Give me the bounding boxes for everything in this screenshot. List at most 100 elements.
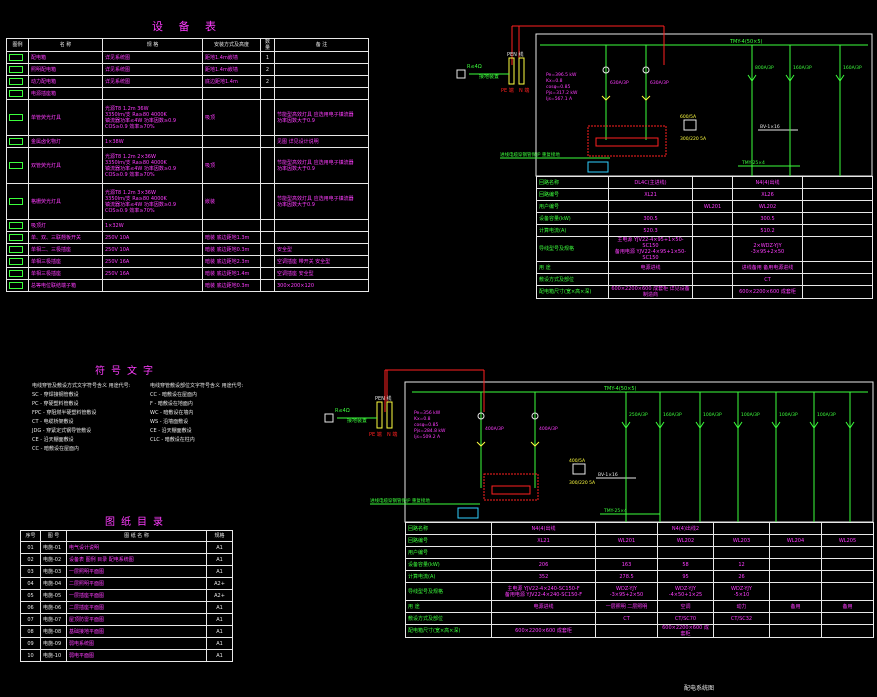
- legend-symbol-icon: [9, 78, 23, 85]
- breaker-icon: [845, 421, 855, 429]
- symbol-line: CLC - 暗敷设在柱内: [150, 437, 195, 443]
- table-cell: 300.5: [732, 212, 803, 225]
- table-cell: 暗装 底边距地0.3m: [202, 279, 261, 292]
- parameter-text: Pe=396.5 kW: [546, 72, 577, 78]
- ground-resistance-label: R≤4Ω: [335, 408, 350, 414]
- table-cell: 进线备用 备用电源进线: [732, 261, 803, 274]
- table-cell: 300.5: [608, 212, 693, 225]
- table-row: 用 途电源进线一层照明 二层照明空调动力备用备用: [405, 600, 874, 613]
- table-cell: [608, 200, 693, 213]
- table-cell: 总等电位联结端子箱: [28, 279, 103, 292]
- table-cell: [713, 624, 770, 638]
- ct-icon: [602, 66, 610, 74]
- table-cell: 动力: [713, 600, 770, 613]
- table-cell: [692, 224, 733, 237]
- note-box: [587, 161, 609, 173]
- table-cell: N4(4)出线: [491, 522, 596, 535]
- table-cell: [692, 188, 733, 201]
- table-cell: 600×2200×600 成套柜: [657, 624, 714, 638]
- legend-symbol-icon: [9, 114, 23, 121]
- table-cell: A1: [206, 565, 233, 578]
- table-cell: WL201: [692, 200, 733, 213]
- table-cell: [692, 236, 733, 262]
- ground-symbol-icon: [456, 69, 466, 79]
- table-cell: 206: [491, 558, 596, 571]
- busway-label: BV-1×16: [598, 472, 618, 478]
- table-cell: 备用: [821, 600, 874, 613]
- breaker-icon: [747, 74, 757, 82]
- legend-symbol-icon: [9, 270, 23, 277]
- breaker-label: 800A/3P: [755, 65, 774, 71]
- breaker-icon: [835, 74, 845, 82]
- table-cell: 吸顶: [202, 99, 261, 136]
- breaker-label: 160A/3P: [793, 65, 812, 71]
- symbol-line: CE - 沿天棚面敷设: [32, 437, 74, 443]
- busbar-label: TMY-4(50×5): [729, 39, 762, 45]
- table-cell: WL205: [821, 534, 874, 547]
- table-cell: [692, 176, 733, 189]
- table-cell: N4(4)出线: [732, 176, 803, 189]
- table-cell: 节能型高效灯具 应选用电子镇流器 功率因数大于0.9: [274, 183, 369, 220]
- table-cell: DL4C(主进线): [608, 176, 693, 189]
- legend-symbol-icon: [9, 246, 23, 253]
- ct-icon: [477, 412, 485, 420]
- table-cell: 352: [491, 570, 596, 583]
- table-row: 导线型号及规格主电源 YJV22-4×240-SC150-F 备用电源 YJV2…: [405, 582, 874, 601]
- breaker-label: 250A/3P: [629, 412, 648, 418]
- table-cell: [595, 546, 658, 559]
- table-cell: [657, 546, 714, 559]
- ct-label: 600/5A: [680, 114, 697, 120]
- symbol-line: 电线穿管敷设部位文字符号含义 用途代号:: [150, 383, 244, 389]
- table-cell: WL202: [657, 534, 714, 547]
- table-cell: WL201: [595, 534, 658, 547]
- table-row: 电源插座箱: [6, 87, 369, 100]
- table-cell: 导线型号及规格: [405, 582, 492, 601]
- table-cell: [821, 570, 874, 583]
- table-row: 导线型号及规格主电源 YJV22-4×95+1×50-SC150 备用电源 YJ…: [536, 236, 873, 262]
- drawing-list-title: 图纸目录: [105, 517, 169, 528]
- table-cell: 510.2: [732, 224, 803, 237]
- table-cell: 用户编号: [405, 546, 492, 559]
- symbol-line: JDG - 穿紧定式钢导管敷设: [32, 428, 92, 434]
- table-cell: [692, 261, 733, 274]
- table-cell: 节能型高效灯具 应选用电子镇流器 功率因数大于0.9: [274, 99, 369, 136]
- n-label: N 端: [387, 431, 397, 438]
- table-cell: [491, 612, 596, 625]
- breaker-icon: [733, 421, 743, 429]
- n-terminal: [518, 57, 525, 85]
- table-cell: [802, 176, 873, 189]
- table-cell: [769, 582, 822, 601]
- table-cell: [769, 546, 822, 559]
- pe-label: PE 端: [501, 87, 514, 94]
- ground-resistance-label: R≤4Ω: [467, 64, 482, 70]
- table-cell: [692, 212, 733, 225]
- meter-label: 300/220 5A: [569, 480, 596, 486]
- table-cell: 163: [595, 558, 658, 571]
- table-cell: [802, 212, 873, 225]
- legend-symbol-icon: [9, 138, 23, 145]
- breaker-label: 160A/3P: [843, 65, 862, 71]
- table-cell: 用 途: [536, 261, 609, 274]
- breaker-icon: [809, 421, 819, 429]
- table-row: 格栅荧光灯具光源T8 1.2m 3×36W 3350lm/支 Ra≥80 400…: [6, 183, 369, 220]
- ct-icon: [642, 66, 650, 74]
- table-cell: XL26: [732, 188, 803, 201]
- legend-symbol-icon: [9, 258, 23, 265]
- breaker-label: 160A/3P: [663, 412, 682, 418]
- legend-symbol-icon: [9, 66, 23, 73]
- pe-terminal: [376, 401, 383, 429]
- table-cell: 主电源 YJV22-4×95+1×50-SC150 备用电源 YJV22-4×9…: [608, 236, 693, 262]
- parameter-text: cosφ=0.85: [546, 84, 570, 90]
- legend-symbol-icon: [9, 90, 23, 97]
